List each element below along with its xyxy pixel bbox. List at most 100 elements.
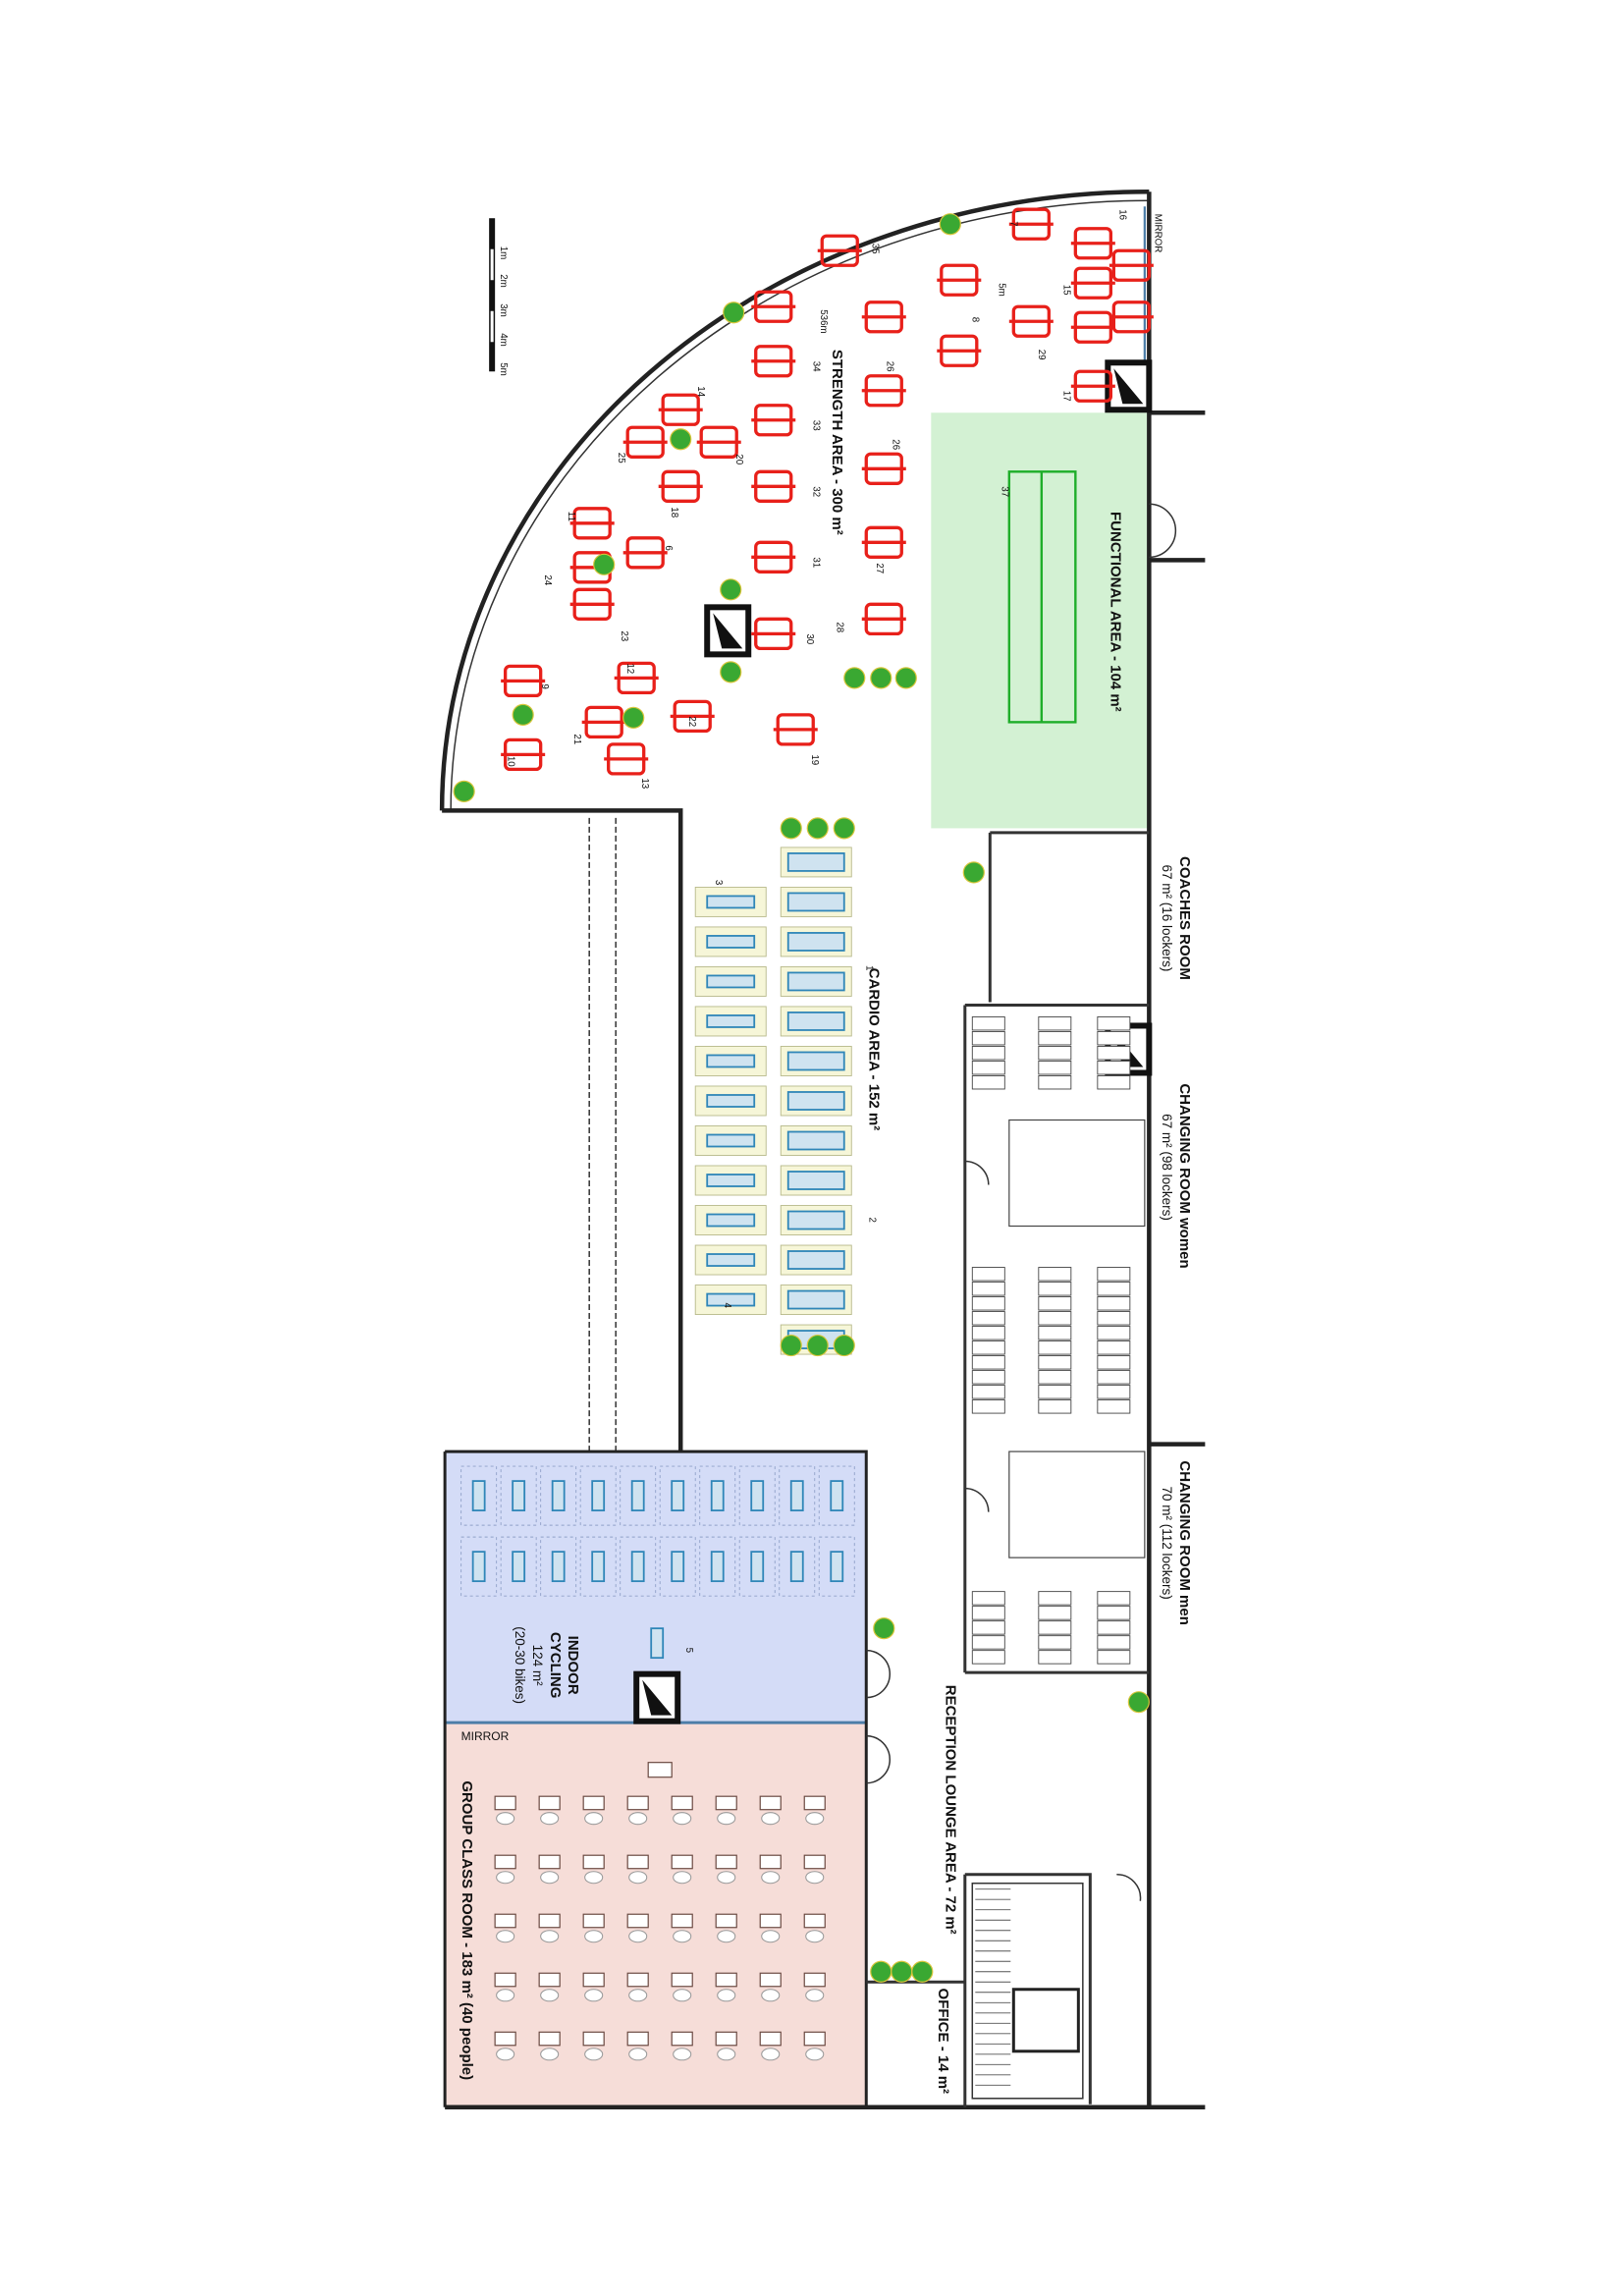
equipment-number: 15 [1060, 285, 1071, 296]
participant-figure [761, 2048, 781, 2061]
equipment-number: 10 [506, 756, 516, 767]
locker [1097, 1399, 1131, 1414]
participant-figure [496, 1812, 515, 1826]
equipment-number: 4 [722, 1303, 732, 1309]
spin-bike [830, 1551, 844, 1583]
participant-figure [584, 2048, 604, 2061]
locker [1038, 1370, 1072, 1385]
locker [971, 1606, 1005, 1620]
curved-outer-wall [439, 189, 1150, 811]
locker [1097, 1326, 1131, 1340]
locker [1038, 1399, 1072, 1414]
plant-icon [806, 1334, 829, 1357]
changing-women-sub: 67 m² (98 lockers) [1160, 1114, 1174, 1221]
participant-figure [717, 1930, 736, 1943]
locker [1097, 1606, 1131, 1620]
plant-icon [780, 817, 802, 840]
class-mat [671, 1854, 693, 1870]
participant-figure [717, 1812, 736, 1826]
locker [1038, 1296, 1072, 1311]
equipment-number: 2 [866, 1218, 877, 1223]
equipment-number: 28 [834, 622, 844, 632]
equipment-number: 3 [713, 880, 724, 885]
locker [971, 1016, 1005, 1031]
participant-figure [540, 1871, 560, 1885]
mirror-label-strength: MIRROR [1152, 214, 1162, 253]
locker [1097, 1355, 1131, 1370]
equipment-number: 18 [669, 507, 679, 518]
spin-bike [551, 1480, 566, 1512]
bike-spot [818, 1536, 855, 1597]
bike-spot [779, 1465, 816, 1526]
participant-figure [584, 1989, 604, 2002]
equipment-number: 536m [818, 309, 829, 333]
treadmill [786, 1171, 845, 1190]
participant-figure [540, 1812, 560, 1826]
plant-icon [453, 780, 475, 802]
participant-figure [717, 1989, 736, 2002]
participant-figure [673, 2048, 692, 2061]
spin-bike [789, 1551, 804, 1583]
group-class-label: GROUP CLASS ROOM - 183 m² (40 people) [459, 1780, 475, 2080]
spin-bike [830, 1480, 844, 1512]
equipment-number: 22 [686, 716, 697, 727]
treadmill [786, 1091, 845, 1111]
plant-icon [962, 861, 985, 884]
participant-figure [673, 1930, 692, 1943]
locker [971, 1296, 1005, 1311]
locker [1097, 1061, 1131, 1075]
equipment-number: 21 [571, 734, 582, 744]
class-mat [715, 2031, 737, 2047]
participant-figure [540, 1930, 560, 1943]
locker [1097, 1340, 1131, 1355]
participant-figure [717, 2048, 736, 2061]
equipment-number: 16 [1116, 209, 1127, 220]
locker [1097, 1016, 1131, 1031]
locker [971, 1340, 1005, 1355]
locker [1038, 1606, 1072, 1620]
plant-icon [911, 1960, 934, 1983]
spin-bike [512, 1551, 526, 1583]
class-mat [582, 1795, 605, 1811]
bike-spot [500, 1536, 537, 1597]
cardio-machine [706, 935, 756, 949]
cardio-machine [706, 1292, 756, 1307]
participant-figure [673, 1871, 692, 1885]
treadmill [786, 1250, 845, 1270]
bike-spot [779, 1536, 816, 1597]
class-mat [582, 2031, 605, 2047]
class-mat [715, 1795, 737, 1811]
participant-figure [805, 1930, 825, 1943]
plant-icon [870, 1960, 892, 1983]
cardio-machine [706, 1014, 756, 1028]
locker [1038, 1031, 1072, 1046]
spin-bike [750, 1480, 765, 1512]
locker [1038, 1016, 1072, 1031]
plant-icon [806, 817, 829, 840]
treadmill [786, 852, 845, 872]
class-mat [626, 2031, 649, 2047]
indoor-cycling-label-2: CYCLING [547, 1632, 564, 1698]
bike-spot [659, 1465, 696, 1526]
equipment-number: 26 [884, 361, 894, 372]
structural-column-fill [1113, 368, 1144, 405]
locker [1038, 1326, 1072, 1340]
service-block-walls [866, 831, 1150, 2107]
equipment-number: 11 [566, 512, 576, 521]
equipment-number: 17 [1060, 391, 1071, 402]
treadmill [786, 971, 845, 992]
locker [1038, 1385, 1072, 1399]
plant-icon [843, 667, 866, 689]
locker [1097, 1650, 1131, 1665]
spin-bike [591, 1480, 606, 1512]
bike-spot [540, 1465, 577, 1526]
locker [1038, 1046, 1072, 1061]
door-swing [1149, 503, 1177, 559]
locker [1038, 1650, 1072, 1665]
participant-figure [761, 1812, 781, 1826]
changing-men-label: CHANGING ROOM men [1176, 1460, 1193, 1625]
bike-spot [579, 1536, 617, 1597]
cardio-machine [706, 895, 756, 909]
equipment-number: 5 [683, 1648, 694, 1654]
